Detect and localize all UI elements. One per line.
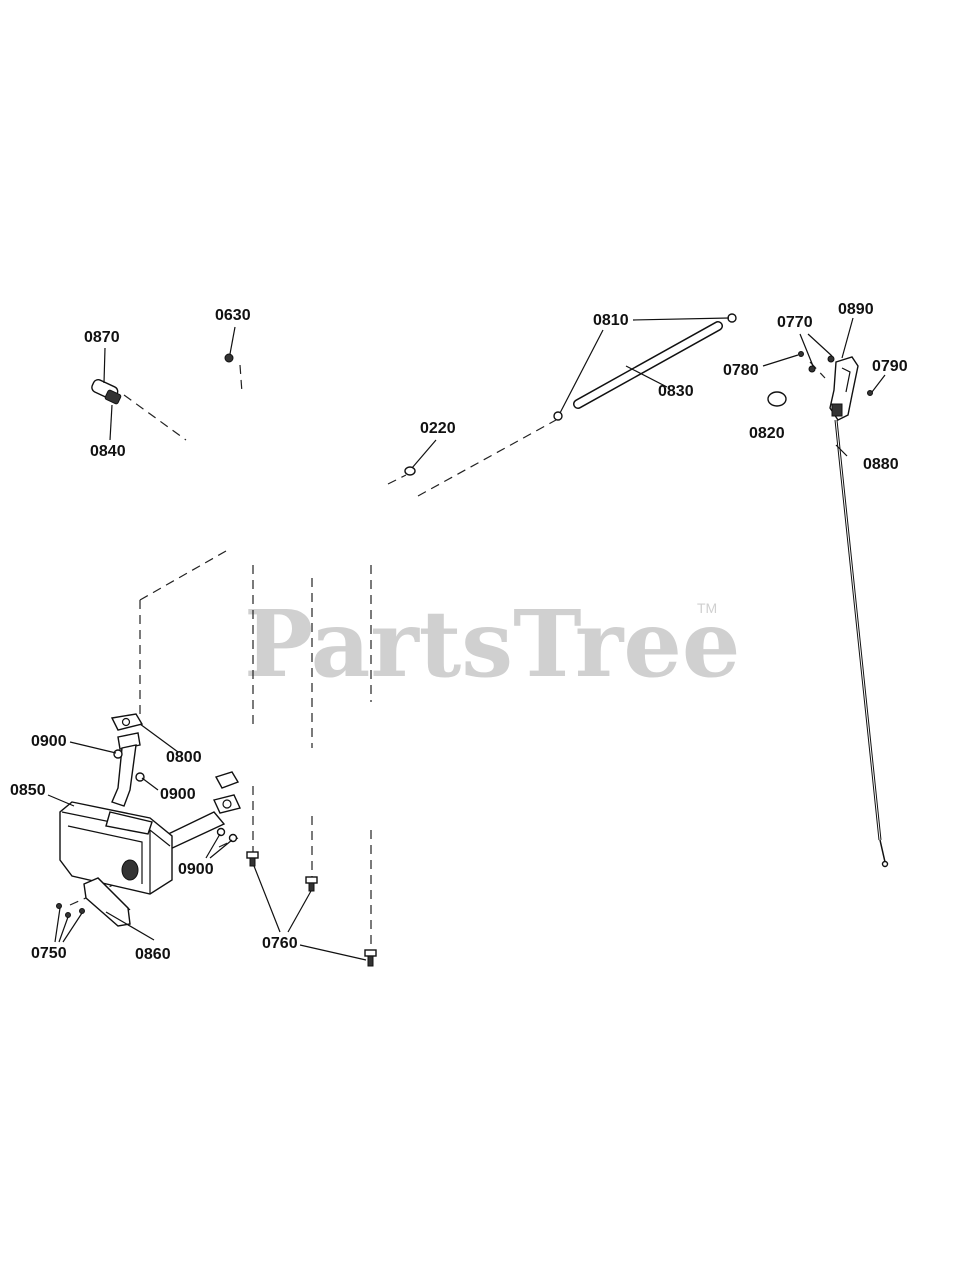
part-0820-washer — [767, 391, 787, 407]
part-exhaust-pipe-left — [111, 732, 141, 807]
part-0760-bolt-a — [246, 851, 259, 867]
part-0750-screw-a — [56, 903, 62, 909]
callout-0810: 0810 — [593, 312, 629, 329]
callout-0850: 0850 — [10, 782, 46, 799]
part-0880-cable — [834, 419, 889, 868]
part-0830-rod — [573, 321, 723, 409]
callout-0900-right: 0900 — [178, 861, 214, 878]
part-0900-nut-c — [216, 827, 226, 837]
callout-0820: 0820 — [749, 425, 785, 442]
callout-0220: 0220 — [420, 420, 456, 437]
part-0900-nut-d — [228, 833, 238, 843]
part-0800-gasket-left — [110, 713, 144, 731]
callout-0860: 0860 — [135, 946, 171, 963]
part-0860-deflector — [83, 877, 131, 927]
part-0770-screw-2 — [808, 365, 816, 373]
callout-0750: 0750 — [31, 945, 67, 962]
callout-0790: 0790 — [872, 358, 908, 375]
part-0770-screw — [827, 355, 835, 363]
callout-0870: 0870 — [84, 329, 120, 346]
watermark-trademark: TM — [697, 600, 717, 616]
callout-0760: 0760 — [262, 935, 298, 952]
callout-0880: 0880 — [863, 456, 899, 473]
callout-0800: 0800 — [166, 749, 202, 766]
part-0800-gasket-right — [213, 771, 241, 814]
part-0630-nut — [224, 353, 234, 363]
callout-0890: 0890 — [838, 301, 874, 318]
callout-0830: 0830 — [658, 383, 694, 400]
part-0900-nut-b — [135, 772, 145, 782]
part-0890-control-lever — [829, 356, 859, 421]
part-0220-grommet — [404, 466, 416, 476]
callout-0780: 0780 — [723, 362, 759, 379]
part-0790-pin — [867, 390, 873, 396]
callout-labels: 0870 0840 0630 0220 0810 0830 0770 0890 … — [10, 301, 908, 963]
part-0760-bolt-c — [364, 949, 377, 967]
callout-0770: 0770 — [777, 314, 813, 331]
part-0810-clip-lower — [553, 411, 563, 421]
callout-0840: 0840 — [90, 443, 126, 460]
part-0750-screw-c — [79, 908, 85, 914]
callout-0900-left: 0900 — [31, 733, 67, 750]
part-0780-screw — [798, 351, 804, 357]
part-0870-0840-fitting — [91, 379, 122, 405]
watermark-text: PartsTree — [244, 590, 740, 698]
part-0750-screw-b — [65, 912, 71, 918]
part-0760-bolt-b — [305, 876, 318, 892]
leader-lines — [47, 317, 886, 961]
part-0810-clip-upper — [727, 313, 737, 323]
callout-0630: 0630 — [215, 307, 251, 324]
part-0850-muffler — [59, 801, 173, 895]
part-0900-nut-a — [113, 749, 123, 759]
callout-0900-middle: 0900 — [160, 786, 196, 803]
